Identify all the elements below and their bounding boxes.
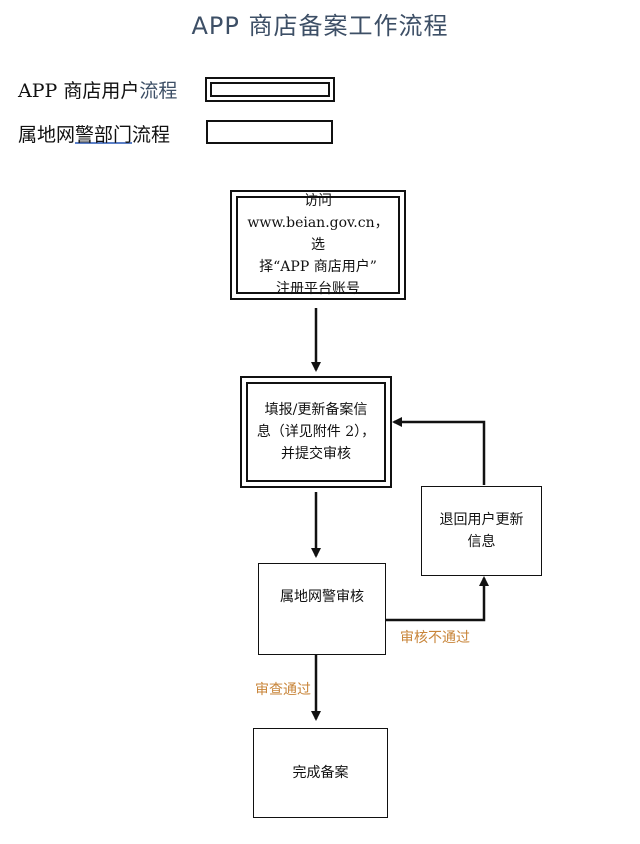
node-fill-info: 填报/更新备案信 息（详见附件 2）， 并提交审核 bbox=[240, 376, 392, 488]
legend-police-swatch bbox=[206, 120, 333, 144]
node-fill-line2: 息（详见附件 2）， bbox=[256, 424, 376, 440]
legend-store-user-suffix: 流程 bbox=[139, 80, 178, 102]
node-visit-line2: www.beian.gov.cn，选 bbox=[247, 215, 389, 253]
legend-store-user-prefix: APP 商店用户 bbox=[18, 80, 140, 102]
node-police-review: 属地网警审核 bbox=[258, 563, 386, 655]
node-return-line2: 信息 bbox=[467, 534, 496, 550]
legend-police-prefix: 属地网 bbox=[18, 124, 76, 146]
edge-label-rejected: 审核不通过 bbox=[400, 630, 470, 646]
node-visit-line1: 访问 bbox=[304, 193, 332, 209]
node-visit-line3: 择“APP 商店用户” bbox=[259, 259, 377, 275]
legend-store-user-label: APP 商店用户流程 bbox=[18, 76, 177, 103]
node-visit-register: 访问 www.beian.gov.cn，选 择“APP 商店用户” 注册平台账号 bbox=[230, 190, 406, 300]
node-police-review-line1: 属地网警审核 bbox=[280, 589, 364, 605]
node-visit-line4: 注册平台账号 bbox=[276, 281, 360, 297]
legend-police-label: 属地网警部门流程 bbox=[18, 120, 170, 147]
legend-police-underlined: 警部门 bbox=[75, 124, 133, 146]
node-return-line1: 退回用户更新 bbox=[439, 512, 524, 528]
node-return-update: 退回用户更新 信息 bbox=[421, 486, 542, 576]
edge-review-to-return bbox=[386, 576, 489, 622]
node-fill-line1: 填报/更新备案信 bbox=[264, 402, 368, 418]
node-complete: 完成备案 bbox=[253, 728, 388, 818]
diagram-title: APP 商店备案工作流程 bbox=[191, 12, 449, 40]
node-fill-line3: 并提交审核 bbox=[280, 446, 351, 462]
node-complete-line1: 完成备案 bbox=[292, 765, 349, 781]
edge-return-to-fill bbox=[392, 417, 486, 485]
legend-police-suffix: 流程 bbox=[132, 124, 171, 146]
legend-store-user-swatch bbox=[205, 77, 335, 102]
edge-label-approved: 审查通过 bbox=[255, 682, 311, 698]
